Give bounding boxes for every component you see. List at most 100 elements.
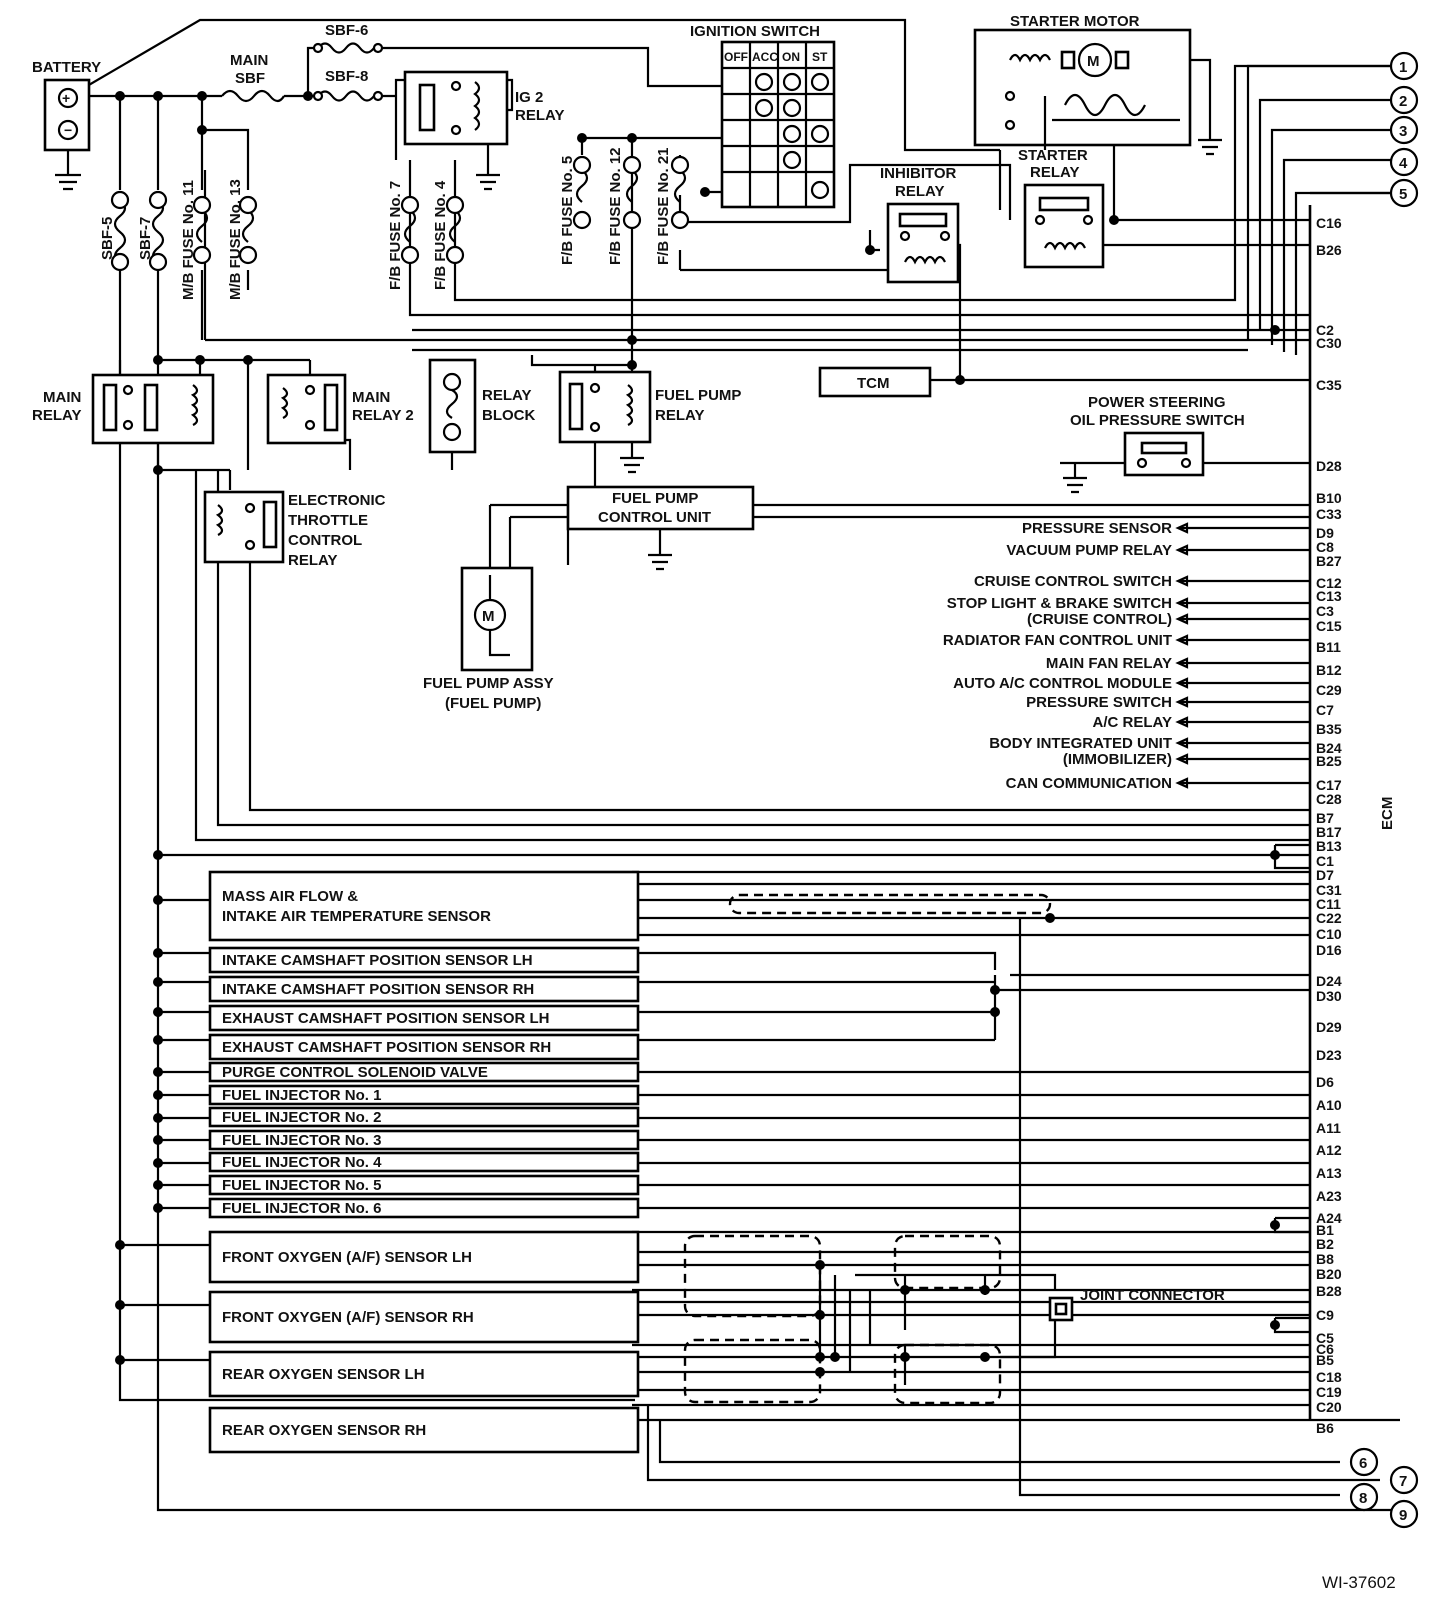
component-box (208, 975, 640, 1003)
component-label: MASS AIR FLOW & (222, 888, 358, 905)
component-box (208, 1084, 640, 1106)
inhibitor-relay-label-1: INHIBITOR (880, 165, 957, 182)
fuel-pump-assy-label-2: (FUEL PUMP) (445, 695, 541, 712)
reference-circles-top: 1 2 3 4 5 (1389, 51, 1419, 208)
fb21-fuse: F/B FUSE No. 21 (655, 147, 690, 265)
mb13-label: M/B FUSE No. 13 (227, 179, 244, 300)
ref-circle-3: 3 (1399, 123, 1407, 140)
ref-circle-5: 5 (1399, 186, 1407, 203)
fuel-pump-motor-symbol: M (482, 608, 495, 625)
fb12-fuse: F/B FUSE No. 12 (607, 147, 642, 265)
battery-label: BATTERY (32, 59, 101, 76)
starter-relay: STARTER RELAY (1018, 147, 1105, 269)
ecm-pin-a11: A11 (1316, 1120, 1341, 1136)
ecm-pin-a24: A24 (1316, 1210, 1342, 1226)
fuel-pump-control-unit: FUEL PUMP CONTROL UNIT (566, 485, 755, 571)
ref-circle-2: 2 (1399, 93, 1407, 110)
ecm-pin-b1: B1 (1316, 1222, 1334, 1238)
ecm-pin-c7: C7 (1316, 702, 1334, 718)
ecm-pin-c11: C11 (1316, 896, 1341, 912)
svg-text:−: − (64, 122, 72, 138)
fb4-fuse: F/B FUSE No. 4 (432, 180, 465, 290)
ecm-pin-d7: D7 (1316, 867, 1334, 883)
etc-relay-label-2: THROTTLE (288, 512, 368, 529)
ecm-pin-c22: C22 (1316, 910, 1342, 926)
ecm-pin-c18: C18 (1316, 1369, 1342, 1385)
ps-oil-pressure-switch: POWER STEERING OIL PRESSURE SWITCH (1063, 394, 1245, 494)
ign-col-off: OFF (724, 50, 748, 64)
component-label: FUEL INJECTOR No. 1 (222, 1087, 381, 1104)
signal-arrow (1175, 544, 1310, 556)
battery: + − BATTERY (32, 59, 101, 191)
ref-circle-6: 6 (1359, 1455, 1367, 1472)
ecm-pin-b2: B2 (1316, 1236, 1334, 1252)
main-sbf-fuse: MAIN SBF (221, 52, 285, 103)
joint-connector: JOINT CONNECTOR (1048, 1287, 1225, 1322)
etc-relay-label-1: ELECTRONIC (288, 492, 386, 509)
ecm-pin-b13: B13 (1316, 838, 1342, 854)
component-label: FRONT OXYGEN (A/F) SENSOR RH (222, 1309, 474, 1326)
figure-id: WI-37602 (1322, 1573, 1396, 1592)
main-sbf-label-2: SBF (235, 70, 265, 87)
signal-label: PRESSURE SWITCH (1026, 694, 1172, 711)
ecm-pin-d9: D9 (1316, 525, 1334, 541)
starter-motor-symbol: M (1087, 53, 1100, 70)
ecm-pin-c3: C3 (1316, 603, 1334, 619)
ecm-pin-c13: C13 (1316, 588, 1342, 604)
component-box (208, 1174, 640, 1196)
sbf7-fuse: SBF-7 (137, 190, 168, 272)
ecm-pin-c1: C1 (1316, 853, 1334, 869)
signal-label: BODY INTEGRATED UNIT (989, 735, 1172, 752)
ecm-pin-d23: D23 (1316, 1047, 1342, 1063)
component-box (208, 1151, 640, 1173)
ecm-pin-b6: B6 (1316, 1420, 1334, 1436)
ecm-pin-d24: D24 (1316, 973, 1342, 989)
joint-connector-label: JOINT CONNECTOR (1080, 1287, 1225, 1304)
ecm-pin-b5: B5 (1316, 1352, 1334, 1368)
signal-arrow (1175, 753, 1310, 765)
signal-arrow (1175, 677, 1310, 689)
signal-arrow (1175, 716, 1310, 728)
ecm-pin-c28: C28 (1316, 791, 1342, 807)
fb4-label: F/B FUSE No. 4 (432, 180, 449, 290)
sbf6-fuse: SBF-6 (312, 22, 384, 54)
signal-label: MAIN FAN RELAY (1046, 655, 1172, 672)
inhibitor-relay: INHIBITOR RELAY (880, 165, 960, 284)
ref-circle-7: 7 (1399, 1473, 1407, 1490)
signal-label: PRESSURE SENSOR (1022, 520, 1172, 537)
ecm-pin-c6: C6 (1316, 1341, 1334, 1357)
fb7-fuse: F/B FUSE No. 7 (387, 181, 420, 290)
ig2-relay: IG 2 RELAY (403, 70, 564, 146)
main-relay2-label-1: MAIN (352, 389, 390, 406)
etc-relay: ELECTRONIC THROTTLE CONTROL RELAY (203, 490, 386, 569)
ecm-pin-c2: C2 (1316, 322, 1334, 338)
ecm-pin-c15: C15 (1316, 618, 1342, 634)
main-sbf-label-1: MAIN (230, 52, 268, 69)
component-label: FUEL INJECTOR No. 6 (222, 1200, 381, 1217)
ecm-pin-b11: B11 (1316, 639, 1341, 655)
ecm-pin-b12: B12 (1316, 662, 1342, 678)
signal-label: (IMMOBILIZER) (1063, 751, 1172, 768)
etc-relay-label-4: RELAY (288, 552, 337, 569)
ecm-pin-b27: B27 (1316, 553, 1342, 569)
shield-lines (683, 893, 1052, 1405)
ecm-pin-d28: D28 (1316, 458, 1342, 474)
component-label: PURGE CONTROL SOLENOID VALVE (222, 1064, 488, 1081)
signal-arrow (1175, 613, 1310, 625)
component-box (208, 946, 640, 974)
ecm-pin-d29: D29 (1316, 1019, 1342, 1035)
main-relay2-label-2: RELAY 2 (352, 407, 414, 424)
ecm-pin-c35: C35 (1316, 377, 1342, 393)
relay-block-label-1: RELAY (482, 387, 531, 404)
sbf6-label: SBF-6 (325, 22, 368, 39)
signal-label: STOP LIGHT & BRAKE SWITCH (947, 595, 1172, 612)
ecm-pin-c17: C17 (1316, 777, 1342, 793)
fb5-fuse: F/B FUSE No. 5 (559, 156, 592, 265)
ecm-pin-c29: C29 (1316, 682, 1342, 698)
ecm-pin-a13: A13 (1316, 1165, 1342, 1181)
ig2-relay-label-2: RELAY (515, 107, 564, 124)
tcm-box: TCM (818, 366, 932, 398)
component-label: FUEL INJECTOR No. 3 (222, 1132, 381, 1149)
fp-control-label-1: FUEL PUMP (612, 490, 698, 507)
